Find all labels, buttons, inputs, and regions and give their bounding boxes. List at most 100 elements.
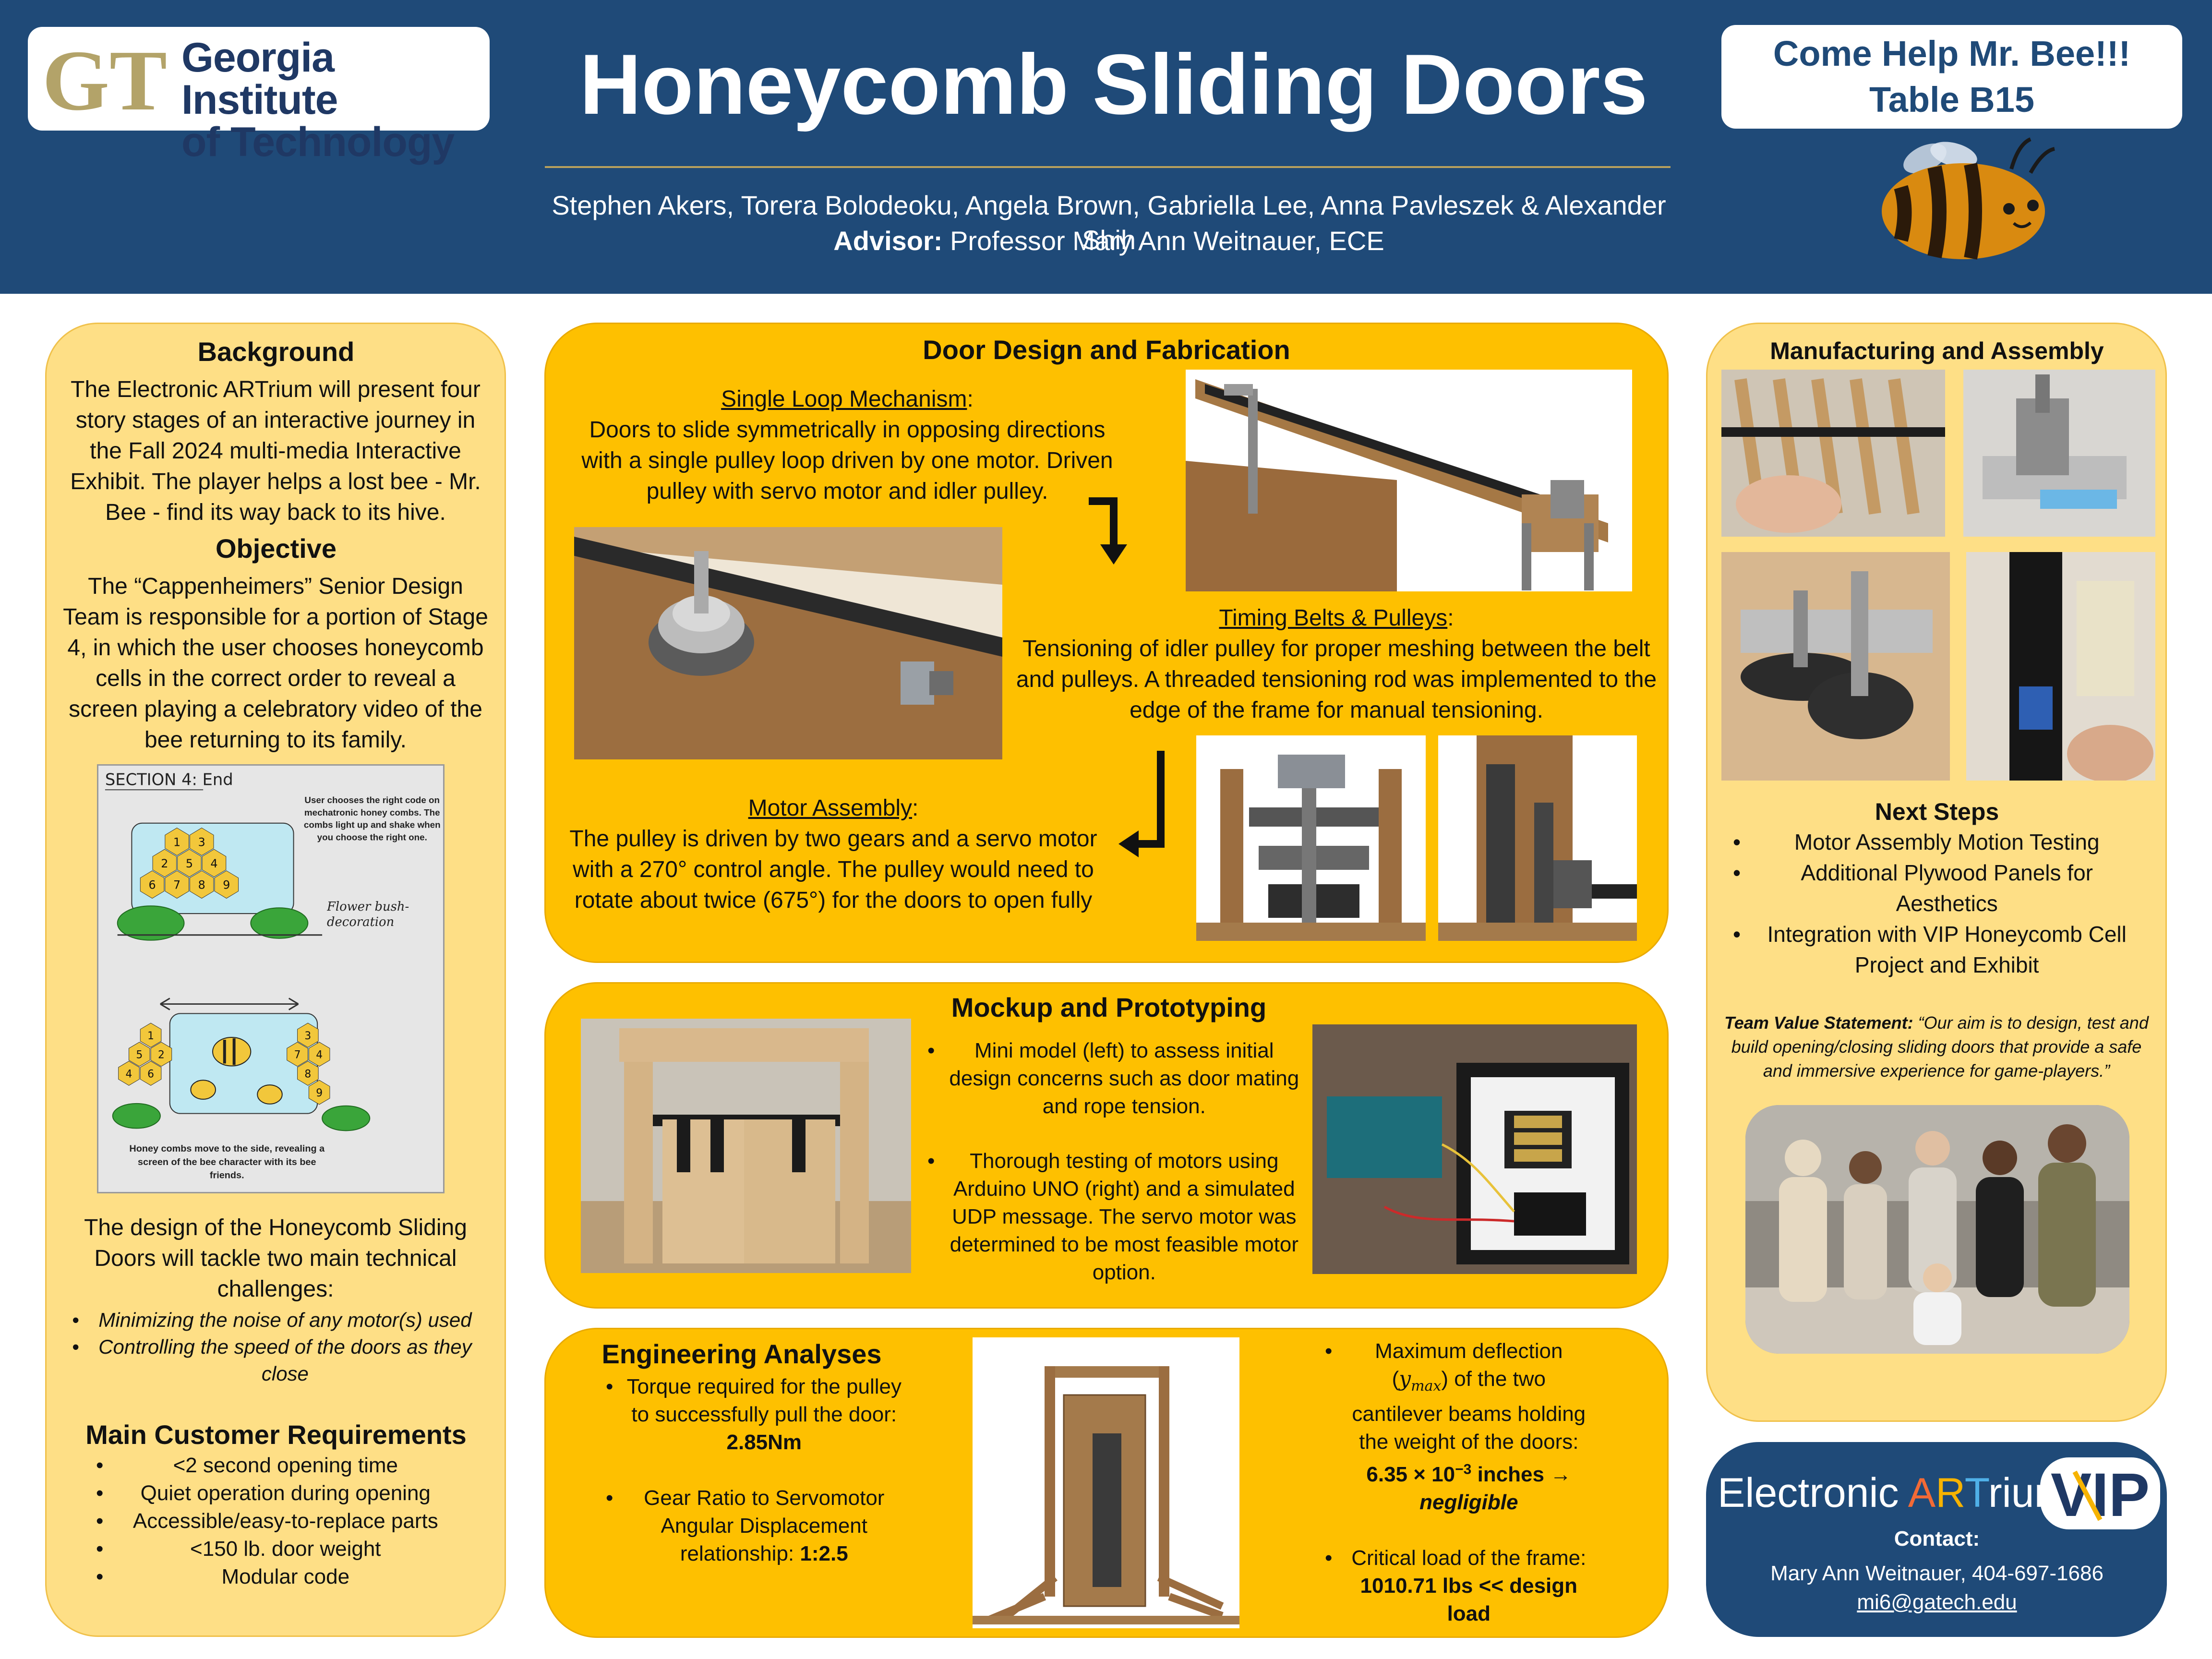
- storyboard-sketch: SECTION 4: End User chooses the right co…: [97, 764, 445, 1193]
- torque-text: Torque required for the pulley to succes…: [626, 1375, 902, 1426]
- bee-mascot-icon: [1882, 137, 2056, 260]
- mini-model-photo: [581, 1019, 911, 1273]
- team-value-text: “Our aim is to design, test and build op…: [1731, 1013, 2149, 1081]
- deflection-bullet: Maximum deflection (ymax) of the two can…: [1325, 1337, 1594, 1516]
- challenges-list: Minimizing the noise of any motor(s) use…: [72, 1307, 480, 1387]
- timing-belts-block: Timing Belts & Pulleys: Tensioning of id…: [1016, 605, 1657, 723]
- svg-text:GT: GT: [42, 37, 167, 120]
- honeycomb-cells-top: 1 3 2 5 4 6 7 8 9: [140, 828, 239, 899]
- critical-load-bullet: Critical load of the frame: 1010.71 lbs …: [1325, 1544, 1594, 1628]
- mockup-bullet: Mini model (left) to assess initial desi…: [927, 1037, 1302, 1120]
- motor-assembly-block: Motor Assembly: The pulley is driven by …: [569, 795, 1097, 913]
- next-step-item: Integration with VIP Honeycomb Cell Proj…: [1733, 919, 2141, 980]
- background-text: The Electronic ARTrium will present four…: [70, 377, 481, 525]
- mfg-photo-pulley: [1963, 370, 2155, 537]
- design-intro-text: The design of the Honeycomb Sliding Door…: [84, 1215, 467, 1302]
- help-line-2: Table B15: [1869, 80, 2035, 120]
- engineering-bullets-left: Torque required for the pulley to succes…: [606, 1373, 903, 1568]
- deflection-value: 6.35 × 10−3 inches →: [1366, 1461, 1572, 1487]
- poster-title: Honeycomb Sliding Doors: [579, 36, 1648, 132]
- engineering-heading: Engineering Analyses: [601, 1339, 882, 1369]
- gear-ratio-bullet: Gear Ratio to Servomotor Angular Displac…: [606, 1484, 903, 1568]
- gt-logo[interactable]: GT Georgia Institute of Technology: [28, 27, 490, 163]
- timing-belts-text: Tensioning of idler pulley for proper me…: [1016, 636, 1657, 723]
- mockup-heading: Mockup and Prototyping: [951, 992, 1267, 1022]
- svg-text:7: 7: [294, 1049, 301, 1061]
- help-callout: Come Help Mr. Bee!!! Table B15: [1721, 25, 2182, 129]
- svg-text:4: 4: [126, 1068, 132, 1080]
- contact-label: Contact:: [1894, 1527, 1980, 1551]
- svg-text:6: 6: [148, 878, 156, 892]
- objective-heading: Objective: [215, 533, 337, 564]
- requirements-heading: Main Customer Requirements: [85, 1419, 467, 1450]
- gt-wordmark: Georgia Institute of Technology: [181, 36, 490, 163]
- svg-text:8: 8: [304, 1068, 311, 1080]
- gt-wordmark-line2: of Technology: [181, 119, 455, 165]
- gear-ratio-value: 1:2.5: [800, 1542, 848, 1565]
- next-steps-list: Motor Assembly Motion Testing Additional…: [1733, 827, 2141, 980]
- svg-text:9: 9: [223, 878, 230, 892]
- sketch-note-bottom: Honey combs move to the side, revealing …: [129, 1143, 325, 1181]
- honeycomb-cells-right: 3 4 7 8 9: [287, 1022, 330, 1105]
- requirement-item: Quiet operation during opening: [96, 1479, 456, 1507]
- gt-wordmark-line1: Georgia Institute: [181, 35, 338, 123]
- requirement-item: <2 second opening time: [96, 1452, 456, 1479]
- sketch-note-top: User chooses the right code on mechatron…: [303, 795, 441, 843]
- mfg-photo-frame: [1721, 370, 1945, 537]
- gear-ratio-text: Gear Ratio to Servomotor Angular Displac…: [644, 1486, 885, 1565]
- manufacturing-heading: Manufacturing and Assembly: [1770, 337, 2104, 364]
- motor-assembly-side-render: [1438, 735, 1637, 941]
- single-loop-text: Doors to slide symmetrically in opposing…: [581, 417, 1113, 504]
- honeycomb-cells-left: 1 5 2 6 4: [118, 1022, 172, 1086]
- svg-text:7: 7: [173, 878, 180, 892]
- mockup-bullet: Thorough testing of motors using Arduino…: [927, 1147, 1302, 1286]
- deflection-text: of the two cantilever beams holding the …: [1352, 1367, 1586, 1454]
- frame-render: [973, 1337, 1239, 1628]
- requirement-item: <150 lb. door weight: [96, 1535, 456, 1563]
- torque-bullet: Torque required for the pulley to succes…: [606, 1373, 903, 1456]
- sketch-note-flower: Flower bush- decoration: [327, 900, 409, 929]
- svg-text:4: 4: [316, 1049, 323, 1061]
- help-line-1: Come Help Mr. Bee!!!: [1773, 34, 2131, 73]
- sketch-bees-icon: [190, 1036, 283, 1105]
- svg-text:8: 8: [198, 878, 205, 892]
- header-banner: GT Georgia Institute of Technology Honey…: [0, 0, 2212, 294]
- challenge-item: Controlling the speed of the doors as th…: [72, 1334, 480, 1387]
- timing-belts-title: Timing Belts & Pulleys: [1219, 605, 1448, 631]
- mockup-bullets: Mini model (left) to assess initial desi…: [927, 1037, 1302, 1286]
- svg-text:3: 3: [304, 1030, 311, 1042]
- svg-text:2: 2: [158, 1049, 165, 1061]
- flow-arrow-down-icon: [1084, 494, 1137, 566]
- deflection-sub: max: [1411, 1377, 1442, 1395]
- authors: Stephen Akers, Torera Bolodeoku, Angela …: [552, 190, 1666, 255]
- svg-text:2: 2: [161, 857, 168, 870]
- svg-text:9: 9: [316, 1087, 323, 1099]
- team-value-label: Team Value Statement:: [1724, 1013, 1913, 1033]
- contact-email-link[interactable]: mi6@gatech.edu: [1857, 1590, 2017, 1614]
- single-loop-render: [1186, 370, 1632, 591]
- engineering-bullets-right: Maximum deflection (ymax) of the two can…: [1325, 1337, 1594, 1628]
- title-divider: [545, 166, 1671, 168]
- vip-logo: VIP: [2040, 1457, 2160, 1529]
- svg-text:5: 5: [186, 857, 193, 870]
- flow-arrow-left-icon: [1118, 748, 1170, 858]
- mfg-photo-gears: [1721, 552, 1950, 781]
- single-loop-block: Single Loop Mechanism: Doors to slide sy…: [581, 386, 1113, 504]
- next-step-item: Motor Assembly Motion Testing: [1733, 827, 2141, 857]
- contact-name-phone: Mary Ann Weitnauer, 404-697-1686: [1770, 1562, 2104, 1585]
- svg-text:1: 1: [173, 835, 180, 849]
- svg-text:1: 1: [147, 1030, 154, 1042]
- deflection-var: y: [1399, 1367, 1411, 1391]
- torque-value: 2.85Nm: [726, 1431, 802, 1454]
- svg-text:3: 3: [198, 835, 205, 849]
- challenge-item: Minimizing the noise of any motor(s) use…: [72, 1307, 480, 1334]
- deflection-pre: Maximum deflection: [1375, 1339, 1563, 1363]
- requirement-item: Accessible/easy-to-replace parts: [96, 1507, 456, 1535]
- svg-text:4: 4: [210, 857, 217, 870]
- background-heading: Background: [197, 337, 355, 367]
- door-design-heading: Door Design and Fabrication: [923, 335, 1290, 365]
- pulley-closeup-render: [574, 527, 1002, 759]
- mfg-photo-electronics: [1966, 552, 2155, 781]
- motor-assembly-front-render: [1196, 735, 1426, 941]
- motor-assembly-title: Motor Assembly: [748, 795, 913, 821]
